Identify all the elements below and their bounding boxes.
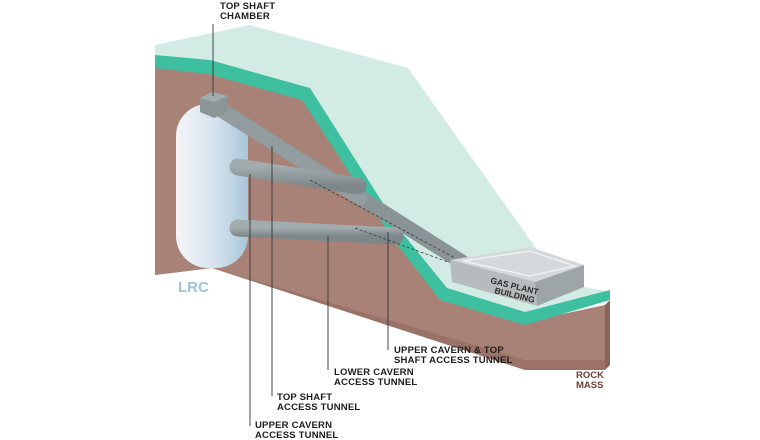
ground-surface [155,25,610,318]
top-shaft-access-label-1: TOP SHAFT [277,392,332,403]
upper-cavern-access-label-2: ACCESS TUNNEL [255,430,338,440]
rock-mass-label-2: MASS [576,380,603,391]
leader-lines [212,24,389,426]
lower-cavern-access-label-1: LOWER CAVERN [334,367,414,378]
hidden-tunnel-lines [309,179,456,263]
tunnels [204,96,470,270]
top-shaft-chamber-label-2: CHAMBER [220,11,270,22]
upper-cavern-top-shaft-access-label-2: SHAFT ACCESS TUNNEL [394,355,513,366]
lrc-label: LRC [178,279,209,296]
top-shaft-chamber-label-1: TOP SHAFT [220,1,275,12]
lower-cavern-tunnel [229,219,404,245]
upper-cavern-top-shaft-access-label-1: UPPER CAVERN & TOP [394,345,504,356]
upper-cavern-access-label-1: UPPER CAVERN [255,420,332,431]
gas-plant-building [450,247,584,306]
rock-mass-label-1: ROCK [576,370,604,381]
top-shaft-chamber [200,92,228,118]
top-shaft-access-label-2: ACCESS TUNNEL [277,402,360,413]
rock-end-face [605,300,610,370]
upper-cavern-tunnel [229,158,367,195]
lower-cavern-access-label-2: ACCESS TUNNEL [334,377,417,388]
